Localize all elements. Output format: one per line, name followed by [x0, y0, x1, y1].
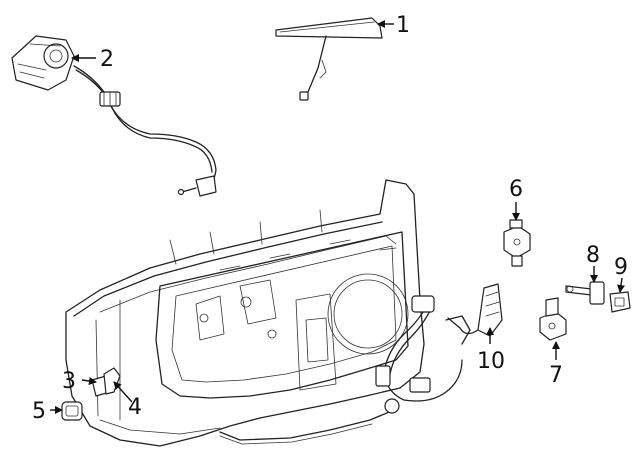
callout-9: 9: [614, 255, 628, 280]
callout-4: 4: [128, 395, 142, 420]
leader-lines: [50, 20, 625, 414]
callout-7: 7: [549, 363, 563, 388]
callout-labels: 1 2 3 4 5 6 7 8 9 10: [32, 13, 628, 424]
part-6-bracket: [503, 219, 531, 267]
callout-5: 5: [32, 399, 46, 424]
part-5-plug: [61, 401, 83, 421]
callout-3: 3: [62, 369, 76, 394]
door-inner-panel: [65, 179, 425, 447]
part-2-lock-actuator: [11, 35, 217, 197]
part-7-hinge: [539, 297, 567, 341]
callout-6: 6: [509, 177, 523, 202]
part-9-clip: [609, 291, 631, 313]
part-8-check-link: [565, 281, 605, 305]
callout-8: 8: [586, 243, 600, 268]
wiring-harness: [375, 295, 471, 414]
callout-10: 10: [477, 349, 505, 374]
part-10-connector: [447, 283, 503, 337]
part-1-trim-panel: [275, 17, 383, 101]
callout-2: 2: [100, 47, 114, 72]
part-4-pad: [103, 367, 121, 395]
callout-1: 1: [396, 13, 410, 38]
